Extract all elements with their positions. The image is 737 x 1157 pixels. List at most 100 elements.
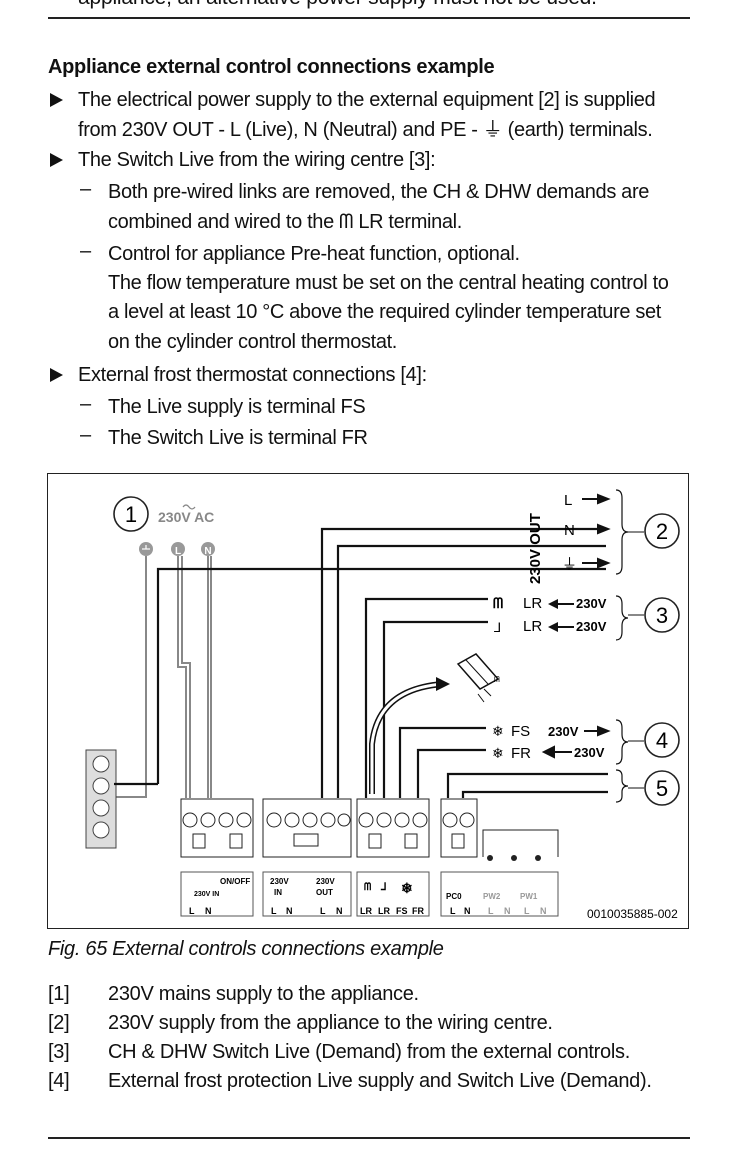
svg-text:LR: LR: [360, 906, 372, 916]
preheat-control-icon: ᗰ: [456, 653, 500, 703]
figure-code: 0010035885-002: [587, 907, 678, 921]
callout-3: 3: [628, 597, 680, 633]
svg-text:ᗰ: ᗰ: [494, 675, 500, 684]
svg-text:L: L: [189, 906, 195, 916]
svg-text:230V: 230V: [548, 724, 579, 739]
legend-item: [4]External frost protection Live supply…: [48, 1070, 652, 1092]
svg-text:ON/OFF: ON/OFF: [220, 877, 250, 886]
svg-text:L: L: [524, 906, 530, 916]
cut-off-text: appliance, an alternative power supply m…: [78, 0, 597, 10]
svg-text:N: N: [464, 906, 471, 916]
svg-text:N: N: [336, 906, 343, 916]
out-label: 230V OUT: [527, 513, 544, 584]
bullet-arrow-icon: [50, 368, 63, 382]
out-row-earth: ⏚: [562, 556, 577, 573]
svg-text:PW2: PW2: [483, 892, 501, 901]
neutral-terminal-icon: N: [201, 542, 215, 557]
svg-text:5: 5: [656, 776, 668, 801]
svg-text:1: 1: [125, 502, 137, 527]
earth-block: [85, 749, 117, 849]
wiring-figure: 1 230V AC L N ᗰ: [47, 473, 689, 929]
svg-text:230V: 230V: [576, 596, 607, 611]
dash-marker: –: [80, 393, 92, 415]
svg-text:230V: 230V: [574, 745, 605, 760]
lr-row-2: LR: [523, 618, 542, 635]
svg-text:L: L: [271, 906, 277, 916]
svg-text:L: L: [488, 906, 494, 916]
svg-text:PC0: PC0: [446, 892, 462, 901]
terminal-label-strip: ON/OFF 230V IN 230V IN 230V OUT ᗰ⅃❄ PC0 …: [180, 871, 559, 917]
dhw-tap-icon: ⅃: [494, 620, 501, 635]
out-row-l: L: [564, 492, 572, 509]
svg-text:FS: FS: [396, 906, 408, 916]
svg-text:L: L: [450, 906, 456, 916]
svg-text:230V: 230V: [270, 877, 289, 886]
svg-text:N: N: [540, 906, 547, 916]
svg-text:N: N: [204, 546, 211, 557]
frost-fr: FR: [511, 745, 531, 762]
supply-label: 230V AC: [158, 509, 214, 525]
bullet-2-line-1: The Switch Live from the wiring centre […: [78, 149, 436, 171]
svg-text:⅃: ⅃: [380, 882, 387, 893]
frost-icon: ❄: [492, 745, 504, 761]
out-row-n: N: [564, 522, 575, 539]
callout-4: 4: [628, 722, 680, 758]
svg-text:4: 4: [656, 728, 668, 753]
terminal-block-out: [262, 798, 352, 858]
dash-marker: –: [80, 424, 92, 446]
svg-text:N: N: [286, 906, 293, 916]
dash-marker: –: [80, 178, 92, 200]
svg-text:FR: FR: [412, 906, 424, 916]
bullet-arrow-icon: [50, 93, 63, 107]
callout-2: 2: [628, 513, 680, 549]
svg-text:L: L: [175, 546, 181, 557]
bullet-1-line-2: from 230V OUT - L (Live), N (Neutral) an…: [78, 119, 653, 141]
ch-radiator-icon: ᗰ: [493, 595, 503, 611]
legend-item: [3]CH & DHW Switch Live (Demand) from th…: [48, 1041, 630, 1063]
sub-2-2-line-4: on the cylinder control thermostat.: [108, 331, 398, 353]
svg-text:IN: IN: [274, 888, 282, 897]
sub-2-1-line-2: combined and wired to the ᗰ LR terminal.: [108, 211, 462, 233]
figure-caption: Fig. 65 External controls connections ex…: [48, 938, 444, 960]
svg-text:230V: 230V: [316, 877, 335, 886]
svg-text:230V: 230V: [576, 619, 607, 634]
sub-3-2-line-1: The Switch Live is terminal FR: [108, 427, 368, 449]
svg-text:ᗰ: ᗰ: [364, 881, 371, 893]
svg-text:N: N: [205, 906, 212, 916]
dash-marker: –: [80, 240, 92, 262]
legend-item: [2]230V supply from the appliance to the…: [48, 1012, 553, 1034]
svg-text:N: N: [504, 906, 511, 916]
svg-text:230V IN: 230V IN: [194, 891, 219, 898]
terminal-block-supply: [180, 798, 254, 858]
frost-icon: ❄: [492, 723, 504, 739]
wiring-diagram: 1 230V AC L N ᗰ: [85, 489, 680, 921]
strip-bottom-letters: L N L N L N LR LR FS FR L N L N L N: [189, 906, 547, 916]
sub-2-2-line-3: a level at least 10 °C above the require…: [108, 301, 661, 323]
sub-2-1-line-1: Both pre-wired links are removed, the CH…: [108, 181, 650, 203]
callout-1: 1: [113, 496, 149, 532]
frost-fs: FS: [511, 723, 530, 740]
svg-text:3: 3: [656, 603, 668, 628]
terminal-block-pc0: [440, 798, 478, 858]
terminal-block-lr-fs: [356, 798, 430, 858]
earth-terminal-icon: [139, 542, 153, 556]
live-terminal-icon: L: [171, 542, 185, 557]
svg-text:PW1: PW1: [520, 892, 538, 901]
bullet-3-line-1: External frost thermostat connections [4…: [78, 364, 427, 386]
svg-text:OUT: OUT: [316, 888, 333, 897]
bullet-arrow-icon: [50, 153, 63, 167]
svg-text:2: 2: [656, 519, 668, 544]
top-rule: [48, 17, 690, 19]
lr-row-1: LR: [523, 595, 542, 612]
callout-5: 5: [628, 770, 680, 806]
sub-2-2-line-2: The flow temperature must be set on the …: [108, 272, 669, 294]
sub-2-2-line-1: Control for appliance Pre-heat function,…: [108, 243, 520, 265]
legend-item: [1]230V mains supply to the appliance.: [48, 983, 419, 1005]
svg-text:❄: ❄: [401, 880, 413, 896]
section-heading: Appliance external control connections e…: [48, 56, 495, 78]
bottom-rule: [48, 1137, 690, 1139]
sub-3-1-line-1: The Live supply is terminal FS: [108, 396, 366, 418]
svg-text:LR: LR: [378, 906, 390, 916]
bullet-1-line-1: The electrical power supply to the exter…: [78, 89, 656, 111]
svg-text:L: L: [320, 906, 326, 916]
